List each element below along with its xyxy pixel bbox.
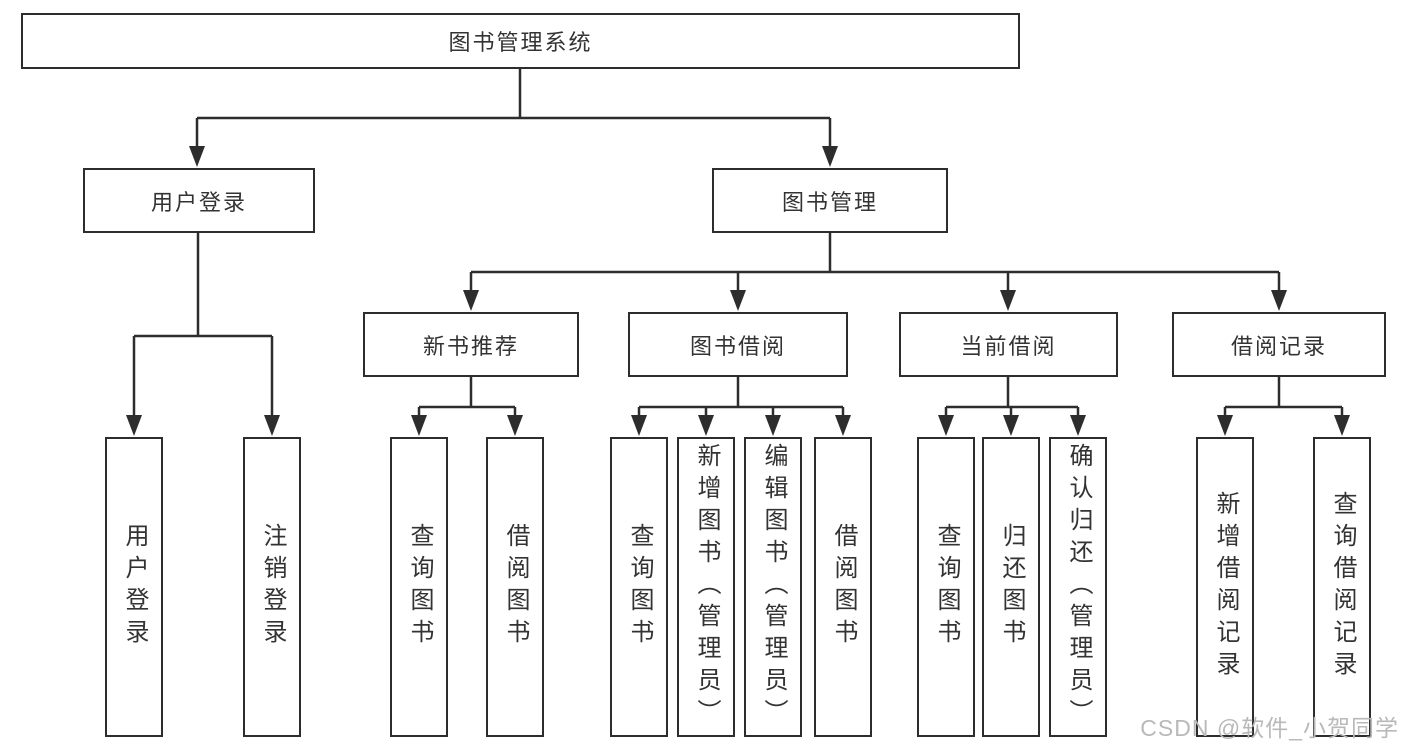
leaf-query-books-current: 查询图书 <box>917 437 975 737</box>
leaf-user-login: 用户登录 <box>105 437 163 737</box>
node-new-book-recommend: 新书推荐 <box>363 312 579 377</box>
node-new-book-recommend-label: 新书推荐 <box>422 333 519 359</box>
arrowhead-icon <box>835 415 851 436</box>
leaf-edit-book-admin-label: 编辑图书（管理员） <box>760 443 787 731</box>
node-book-borrowing: 图书借阅 <box>628 312 848 377</box>
arrowhead-icon <box>126 415 142 436</box>
node-user-login-label: 用户登录 <box>150 189 247 215</box>
arrowhead-icon <box>1000 290 1016 311</box>
leaf-add-book-admin: 新增图书（管理员） <box>677 437 735 737</box>
arrowhead-icon <box>730 290 746 311</box>
node-root: 图书管理系统 <box>21 13 1020 69</box>
arrowhead-icon <box>1217 415 1233 436</box>
node-book-management: 图书管理 <box>712 168 948 233</box>
leaf-add-borrow-record: 新增借阅记录 <box>1196 437 1254 737</box>
leaf-query-books-current-label: 查询图书 <box>933 523 960 651</box>
leaf-edit-book-admin: 编辑图书（管理员） <box>744 437 802 737</box>
leaf-query-borrow-record: 查询借阅记录 <box>1313 437 1371 737</box>
arrowhead-icon <box>1003 415 1019 436</box>
leaf-query-borrow-record-label: 查询借阅记录 <box>1329 491 1356 683</box>
arrowhead-icon <box>507 415 523 436</box>
leaf-borrow-books-recommend-label: 借阅图书 <box>502 523 529 651</box>
leaf-borrow-books-recommend: 借阅图书 <box>486 437 544 737</box>
leaf-query-books-borrowing-label: 查询图书 <box>626 523 653 651</box>
node-borrowing-records-label: 借阅记录 <box>1230 333 1327 359</box>
arrowhead-icon <box>1070 415 1086 436</box>
leaf-logout-label: 注销登录 <box>259 523 286 651</box>
node-root-label: 图书管理系统 <box>448 30 593 55</box>
arrowhead-icon <box>189 146 205 167</box>
node-borrowing-records: 借阅记录 <box>1172 312 1386 377</box>
leaf-add-book-admin-label: 新增图书（管理员） <box>693 443 720 731</box>
arrowhead-icon <box>411 415 427 436</box>
arrowhead-icon <box>938 415 954 436</box>
arrowhead-icon <box>264 415 280 436</box>
node-current-borrowing: 当前借阅 <box>899 312 1118 377</box>
leaf-confirm-return-admin: 确认归还（管理员） <box>1049 437 1107 737</box>
leaf-return-books: 归还图书 <box>982 437 1040 737</box>
leaf-user-login-label: 用户登录 <box>121 523 148 651</box>
leaf-confirm-return-admin-label: 确认归还（管理员） <box>1065 443 1092 731</box>
arrowhead-icon <box>1334 415 1350 436</box>
leaf-query-books-recommend: 查询图书 <box>390 437 448 737</box>
node-book-borrowing-label: 图书借阅 <box>689 333 786 359</box>
arrowhead-icon <box>765 415 781 436</box>
leaf-return-books-label: 归还图书 <box>998 523 1025 651</box>
arrowhead-icon <box>698 415 714 436</box>
node-book-management-label: 图书管理 <box>781 189 878 215</box>
node-user-login: 用户登录 <box>83 168 315 233</box>
leaf-borrow-books-borrowing-label: 借阅图书 <box>830 523 857 651</box>
csdn-watermark: CSDN @软件_小贺同学 <box>1140 715 1399 741</box>
leaf-logout: 注销登录 <box>243 437 301 737</box>
arrowhead-icon <box>631 415 647 436</box>
arrowhead-icon <box>822 146 838 167</box>
arrowhead-icon <box>463 290 479 311</box>
arrowhead-icon <box>1271 290 1287 311</box>
leaf-add-borrow-record-label: 新增借阅记录 <box>1212 491 1239 683</box>
leaf-query-books-borrowing: 查询图书 <box>610 437 668 737</box>
leaf-borrow-books-borrowing: 借阅图书 <box>814 437 872 737</box>
leaf-query-books-recommend-label: 查询图书 <box>406 523 433 651</box>
node-current-borrowing-label: 当前借阅 <box>960 333 1057 359</box>
